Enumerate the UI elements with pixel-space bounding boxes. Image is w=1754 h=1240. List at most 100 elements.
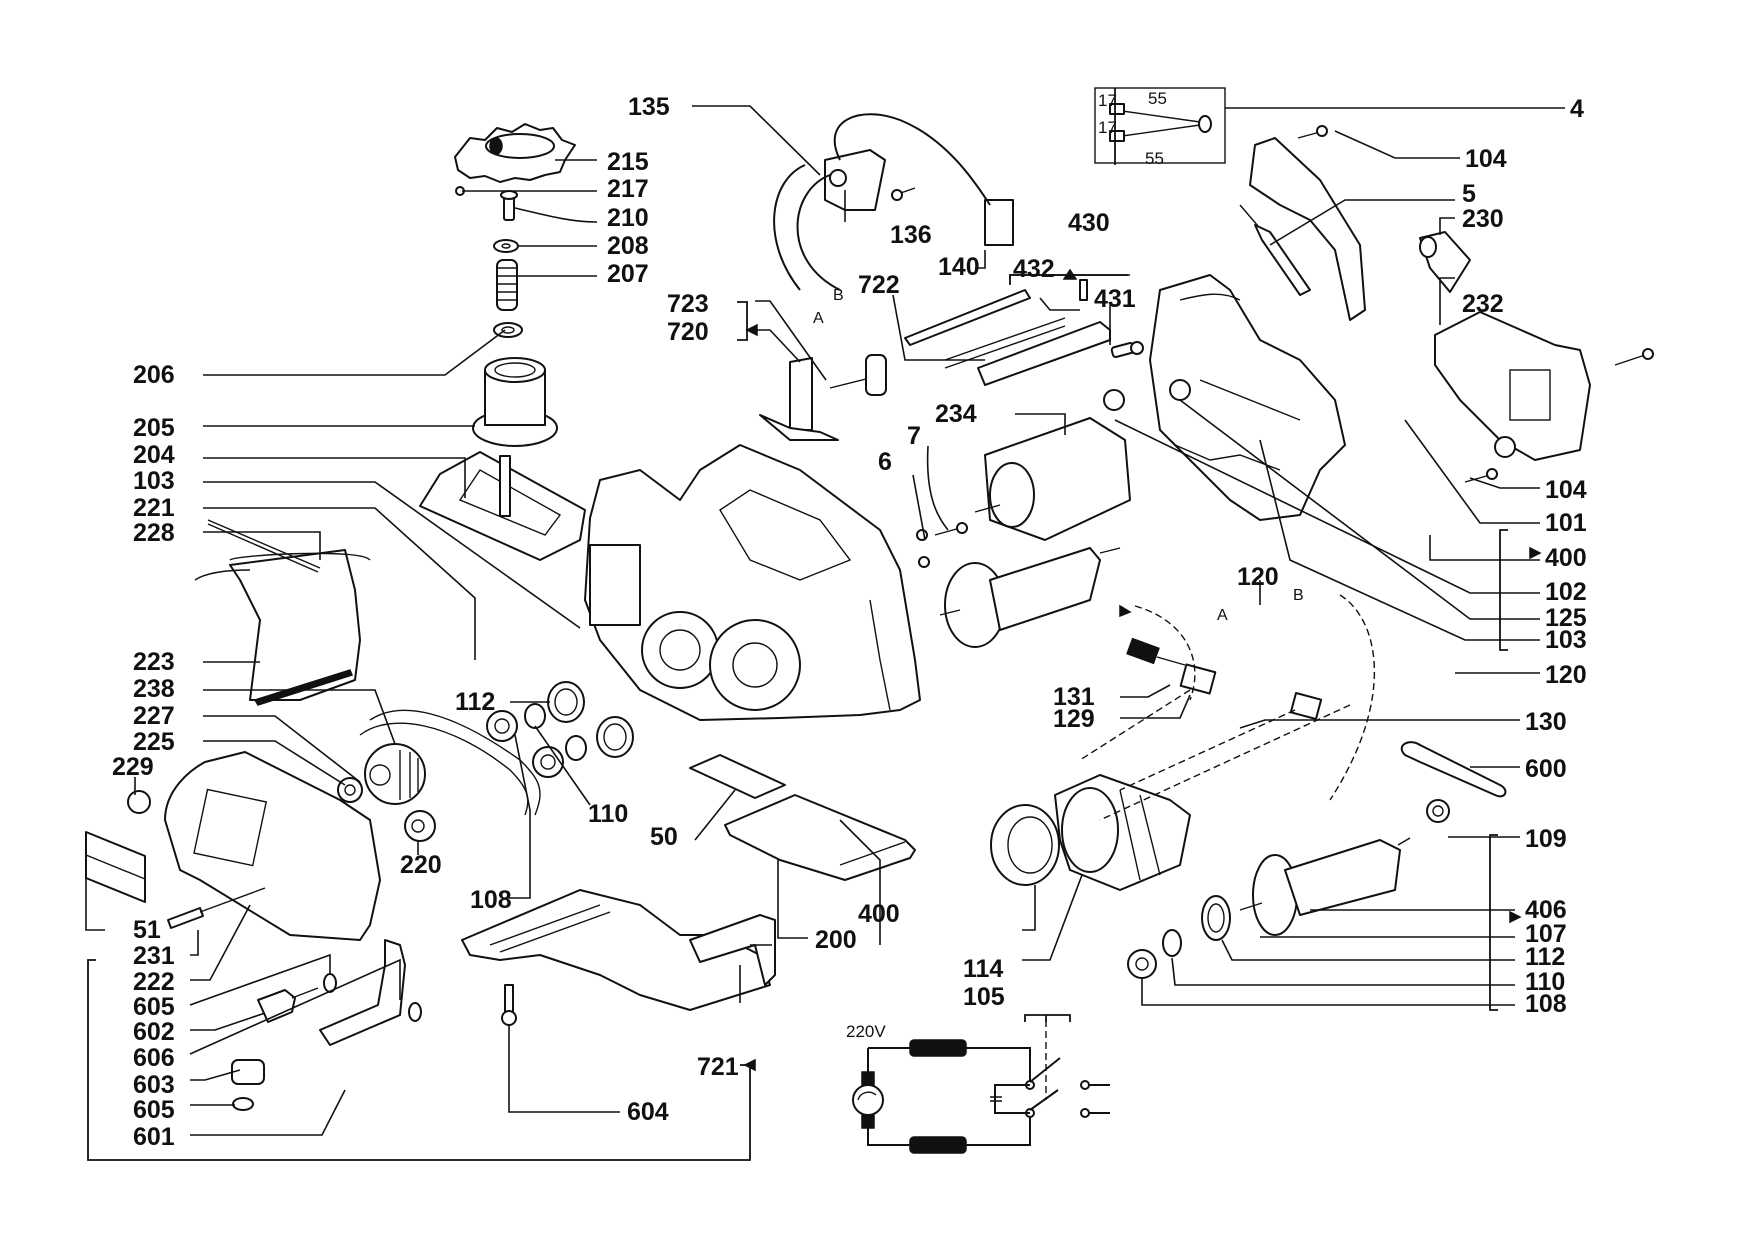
field-234-part xyxy=(974,417,1131,541)
cable-part xyxy=(773,113,991,291)
label-721: 721 xyxy=(697,1053,739,1081)
label-200: 200 xyxy=(815,926,857,954)
dim-17-bottom: 17 xyxy=(1098,118,1117,137)
leader-lines xyxy=(85,105,1565,1136)
dim-17-top: 17 xyxy=(1098,91,1117,110)
dim-55-bottom: 55 xyxy=(1145,149,1164,168)
wiring-schematic xyxy=(852,1014,1110,1154)
armature-406-part xyxy=(1239,837,1411,936)
label-114: 114 xyxy=(963,955,1003,983)
label-110-left: 110 xyxy=(588,800,628,828)
label-105: 105 xyxy=(963,983,1005,1011)
brush-holder-130-part xyxy=(1289,691,1323,721)
label-103-left: 103 xyxy=(133,467,175,495)
label-217: 217 xyxy=(607,175,649,203)
label-207: 207 xyxy=(607,260,649,288)
connector-wires xyxy=(1079,594,1376,821)
label-109: 109 xyxy=(1525,825,1567,853)
washer-605-b-part xyxy=(408,1002,422,1022)
arrowheads xyxy=(743,268,1542,1072)
seal-110-left-part xyxy=(524,703,587,761)
wrench-600-part xyxy=(1400,741,1507,798)
label-129: 129 xyxy=(1053,705,1095,733)
label-205: 205 xyxy=(133,414,175,442)
brush-holder-129-part xyxy=(1179,663,1217,695)
screw-604-part xyxy=(501,984,517,1026)
label-431: 431 xyxy=(1094,285,1136,313)
clip-6-part xyxy=(916,529,930,568)
screw-210-part xyxy=(500,190,518,221)
bearing-108-rt-part xyxy=(1127,949,1157,979)
washer-605-c-part xyxy=(232,1097,254,1111)
label-120-top: 120 xyxy=(1237,563,1279,591)
label-112-left: 112 xyxy=(455,688,495,716)
label-605-bottom: 605 xyxy=(133,1096,175,1124)
label-104-mid: 104 xyxy=(1545,476,1587,504)
spool-205-part xyxy=(472,357,558,447)
pulley-227-part xyxy=(364,743,426,805)
label-130: 130 xyxy=(1525,708,1567,736)
label-125: 125 xyxy=(1545,604,1587,632)
main-housing-400-part xyxy=(584,444,921,721)
knob-602-part xyxy=(257,987,319,1023)
label-204: 204 xyxy=(133,441,175,469)
dim-55-top: 55 xyxy=(1148,89,1167,108)
label-208: 208 xyxy=(607,232,649,260)
washer-208-part xyxy=(493,239,519,253)
belt-cover-222-part xyxy=(164,751,381,941)
label-215: 215 xyxy=(607,148,649,176)
nut-603-part xyxy=(231,1059,265,1085)
letter-a-top: A xyxy=(813,310,824,327)
stator-105-part xyxy=(1054,774,1191,891)
brush-131-part xyxy=(1126,637,1186,666)
label-720: 720 xyxy=(667,318,709,346)
label-4: 4 xyxy=(1570,95,1584,123)
blade-holder-430-part xyxy=(904,289,1111,386)
label-104-top: 104 xyxy=(1465,145,1507,173)
label-210: 210 xyxy=(607,204,649,232)
label-228: 228 xyxy=(133,519,175,547)
label-432: 432 xyxy=(1013,255,1055,283)
part-labels: 135 136 140 215 217 210 208 207 206 205 … xyxy=(112,93,1587,1151)
label-604: 604 xyxy=(627,1098,669,1126)
label-406: 406 xyxy=(1525,896,1567,924)
label-606: 606 xyxy=(133,1044,175,1072)
letter-a-mid: A xyxy=(1217,607,1228,624)
nut-109-part xyxy=(1426,799,1450,823)
label-131: 131 xyxy=(1053,683,1095,711)
spring-207-part xyxy=(496,259,518,311)
screw-104-mid-part xyxy=(1464,468,1498,483)
letter-b-mid: B xyxy=(1293,587,1304,604)
handle-inset-4-part xyxy=(1094,87,1226,164)
label-206: 206 xyxy=(133,361,175,389)
bearing-112-right-part xyxy=(596,716,634,758)
bearing-112-left-part xyxy=(547,681,585,723)
label-238: 238 xyxy=(133,675,175,703)
label-722: 722 xyxy=(858,271,900,299)
label-140: 140 xyxy=(938,253,980,281)
ring-114-part xyxy=(990,804,1060,886)
label-51-part xyxy=(85,831,146,903)
label-51: 51 xyxy=(133,916,161,944)
cap-229-part xyxy=(127,790,151,814)
switch-135-part xyxy=(824,149,886,211)
label-108-left: 108 xyxy=(470,886,512,914)
seal-110-rt-part xyxy=(1162,929,1182,957)
label-225: 225 xyxy=(133,728,175,756)
label-220: 220 xyxy=(400,851,442,879)
knob-723-part xyxy=(829,354,887,396)
label-108-right: 108 xyxy=(1525,990,1567,1018)
screw-104-right-part xyxy=(1614,348,1654,366)
connector-letters: A B A B xyxy=(813,287,1304,624)
bracket-204-part xyxy=(419,451,586,561)
pulley-220-part xyxy=(404,810,436,842)
label-6: 6 xyxy=(878,448,892,476)
screw-136-part xyxy=(891,187,916,201)
label-400-right: 400 xyxy=(1545,544,1587,572)
label-50-part xyxy=(689,754,786,799)
bearing-112-rt-part xyxy=(1201,895,1231,941)
inset-dimensions: 17 55 17 55 xyxy=(1098,89,1167,168)
label-101: 101 xyxy=(1545,509,1587,537)
label-430: 430 xyxy=(1068,209,1110,237)
label-50: 50 xyxy=(650,823,678,851)
